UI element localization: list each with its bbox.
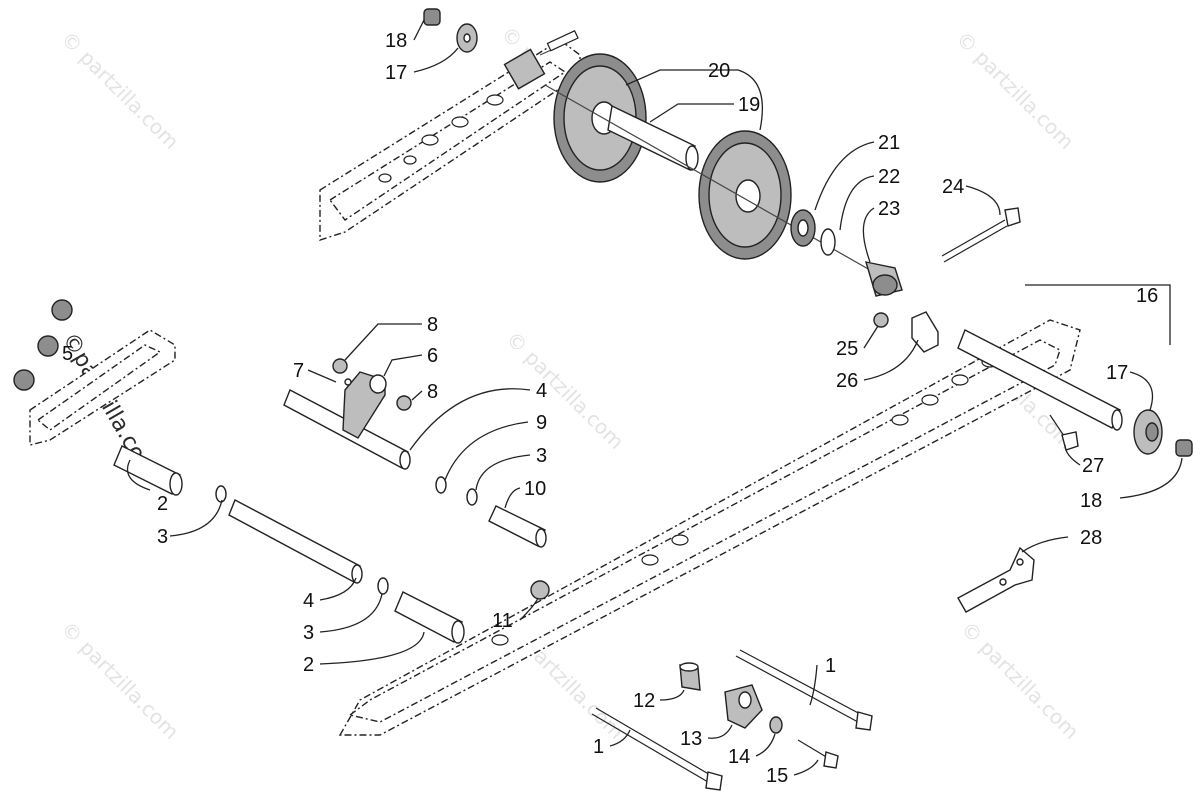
callout-7: 7 [293,360,304,382]
upper-rail-segment [319,29,581,241]
bolt-15 [797,739,839,769]
callout-2: 2 [303,654,314,676]
washer-3-b [377,577,389,595]
callout-20: 20 [708,60,730,82]
watermark: © partzilla.com [56,617,183,744]
bolt-24 [941,207,1021,263]
bushing-12 [679,662,701,691]
tube-10 [488,505,547,548]
callout-8: 8 [427,314,438,336]
bushing-8b [396,395,412,411]
wheel-17-right [1133,409,1163,455]
callout-13: 13 [680,728,702,750]
callout-27: 27 [1082,455,1104,477]
callout-15: 15 [766,765,788,787]
washer-17-top [456,23,478,53]
watermark: © partzilla.com [501,327,628,454]
cap-18-right [1175,439,1193,457]
bushing-7 [344,378,352,386]
washer-3-a [215,485,227,503]
callout-11: 11 [492,610,513,632]
right-rail [338,319,1081,736]
callout-28: 28 [1080,527,1102,549]
callout-17: 17 [1106,362,1128,384]
left-rail-segment [29,329,176,446]
callout-18: 18 [1080,490,1102,512]
spacer-23 [864,261,903,297]
callout-19: 19 [738,94,760,116]
bolt-1-right [735,649,873,731]
callout-1: 1 [593,736,604,758]
callout-4: 4 [536,380,547,402]
washer-14 [769,716,783,734]
callout-12: 12 [633,690,655,712]
washer-3-c [466,488,478,506]
watermark: © partzilla.com [956,617,1083,744]
leader-lines [126,19,1183,776]
rocker-arm-6 [342,371,387,439]
callout-24: 24 [942,176,964,198]
idler-wheel-20-right [698,130,792,260]
block-26 [911,311,939,353]
callout-1: 1 [825,655,836,677]
washer-9 [435,476,447,494]
callout-3: 3 [157,526,168,548]
cap-18-top [423,8,441,26]
bearing-21 [790,209,816,247]
callout-8: 8 [427,381,438,403]
nut-25 [873,312,889,328]
callout-5: 5 [62,343,73,365]
nut-11 [530,580,550,600]
callout-6: 6 [427,345,438,367]
callout-25: 25 [836,338,858,360]
callout-23: 23 [878,198,900,220]
callout-labels: 18 17 20 19 21 22 23 24 16 25 26 17 27 1… [62,30,1158,787]
callout-16: 16 [1136,285,1158,307]
bolt-1-left [591,707,723,791]
tube-2-lower [394,591,465,644]
idler-wheel-20-left [553,53,647,183]
callout-26: 26 [836,370,858,392]
callout-14: 14 [728,746,750,768]
callout-18: 18 [385,30,407,52]
clamp-13 [724,684,763,729]
tube-4-lower [228,499,363,584]
axle-16 [957,329,1123,431]
callout-2: 2 [157,493,168,515]
snap-ring-22 [820,228,836,256]
callout-4: 4 [303,590,314,612]
bushing-8a [332,358,348,374]
bracket-28 [957,546,1035,613]
callout-3: 3 [536,445,547,467]
tube-2-upper [113,445,183,496]
watermark: © partzilla.com [951,27,1078,154]
callout-22: 22 [878,166,900,188]
callout-10: 10 [524,478,546,500]
callout-21: 21 [878,132,900,154]
callout-9: 9 [536,412,547,434]
nuts-5 [13,299,73,391]
watermark: © partzilla.com [56,27,183,154]
callout-17: 17 [385,62,407,84]
callout-3: 3 [303,622,314,644]
